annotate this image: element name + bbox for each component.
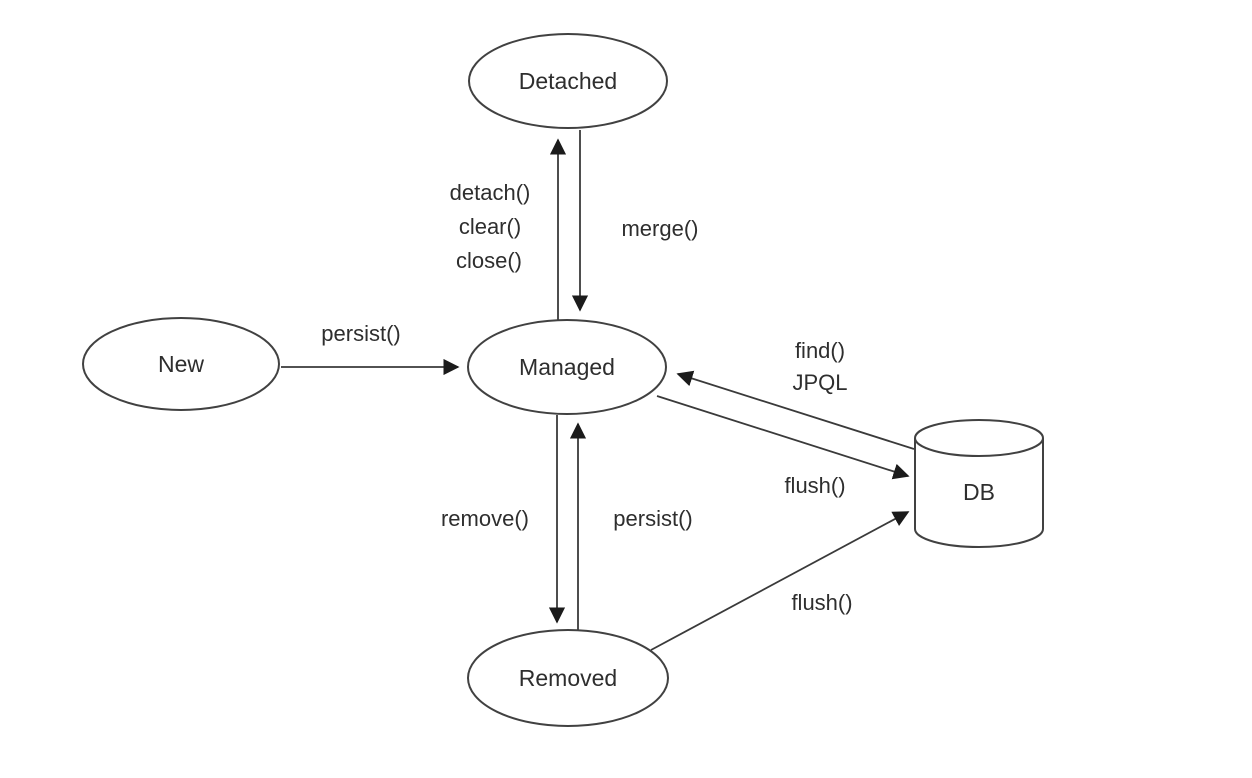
nodes: Detached New Managed Removed DB — [82, 33, 1044, 727]
edges — [281, 130, 915, 651]
db-cylinder-top — [914, 419, 1044, 457]
edge-labels: detach() clear() close() merge() persist… — [321, 180, 852, 615]
remove-label: remove() — [441, 506, 529, 531]
edge-flush-removed-to-db — [650, 511, 910, 651]
detach-label-line2: clear() — [459, 214, 521, 239]
edge-flush-managed-to-db — [656, 395, 910, 480]
managed-label: Managed — [519, 354, 615, 380]
new-label: New — [158, 351, 204, 377]
detached-label: Detached — [519, 68, 617, 94]
flush-managed-label: flush() — [784, 473, 845, 498]
detach-label-line1: detach() — [450, 180, 531, 205]
node-detached: Detached — [468, 33, 668, 129]
detach-label-line3: close() — [456, 248, 522, 273]
node-managed: Managed — [467, 319, 667, 415]
node-removed: Removed — [467, 629, 669, 727]
persist-removed-label: persist() — [613, 506, 692, 531]
db-cylinder-body — [914, 438, 1044, 548]
find-label-line2: JPQL — [792, 370, 847, 395]
find-label-line1: find() — [795, 338, 845, 363]
node-new: New — [82, 317, 280, 411]
edge-find-db-to-managed — [676, 370, 915, 450]
flush-removed-label: flush() — [791, 590, 852, 615]
removed-ellipse — [467, 629, 669, 727]
managed-ellipse — [467, 319, 667, 415]
removed-label: Removed — [519, 665, 617, 691]
detached-ellipse — [468, 33, 668, 129]
merge-label: merge() — [621, 216, 698, 241]
node-db: DB — [914, 419, 1044, 548]
persist-new-label: persist() — [321, 321, 400, 346]
new-ellipse — [82, 317, 280, 411]
db-label: DB — [963, 479, 995, 505]
